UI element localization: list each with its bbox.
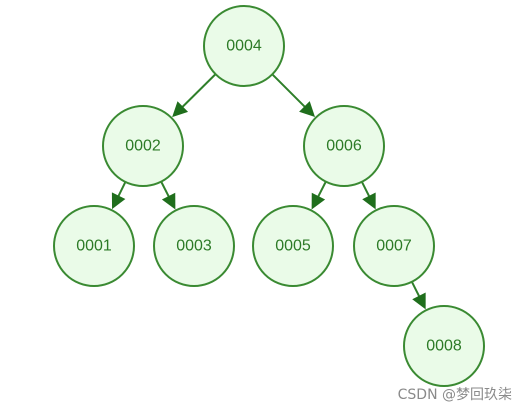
tree-node-0001: 0001 [53, 205, 135, 287]
tree-node-0005: 0005 [252, 205, 334, 287]
csdn-watermark: CSDN @梦回玖柒 [397, 387, 512, 403]
edge-0006-0005 [316, 181, 327, 199]
node-circle-0004 [203, 5, 285, 87]
edge-0007-0008 [410, 281, 421, 299]
tree-node-0002: 0002 [102, 105, 184, 187]
node-label-0001: 0001 [76, 238, 112, 255]
node-label-0003: 0003 [176, 238, 212, 255]
nodes-layer: 0004 0002 0006 0001 0003 0005 0007 0008 [53, 5, 485, 387]
node-label-0007: 0007 [376, 238, 412, 255]
node-circle-0003 [153, 205, 235, 287]
edge-0004-0006 [271, 73, 307, 109]
node-circle-0006 [303, 105, 385, 187]
node-label-0005: 0005 [275, 238, 311, 255]
node-circle-0007 [353, 205, 435, 287]
node-circle-0001 [53, 205, 135, 287]
tree-node-0007: 0007 [353, 205, 435, 287]
node-circle-0002 [102, 105, 184, 187]
node-label-0008: 0008 [426, 338, 462, 355]
arrow-head-0006 [299, 101, 316, 118]
node-label-0006: 0006 [326, 138, 362, 155]
tree-node-0008: 0008 [403, 305, 485, 387]
edge-0006-0007 [360, 181, 371, 199]
tree-node-0003: 0003 [153, 205, 235, 287]
node-label-0004: 0004 [226, 38, 262, 55]
arrow-head-0001 [111, 192, 126, 210]
arrow-head-0002 [172, 101, 189, 118]
node-circle-0008 [403, 305, 485, 387]
arrow-head-0007 [362, 192, 376, 210]
edge-0002-0001 [116, 181, 127, 198]
arrow-head-0003 [161, 192, 176, 210]
tree-node-0004: 0004 [203, 5, 285, 87]
edge-0004-0002 [180, 73, 217, 109]
arrow-head-0008 [412, 292, 426, 310]
edges-layer [111, 73, 426, 310]
node-label-0002: 0002 [125, 138, 161, 155]
node-circle-0005 [252, 205, 334, 287]
edge-0002-0003 [160, 181, 171, 199]
arrow-head-0005 [311, 192, 326, 210]
tree-node-0006: 0006 [303, 105, 385, 187]
